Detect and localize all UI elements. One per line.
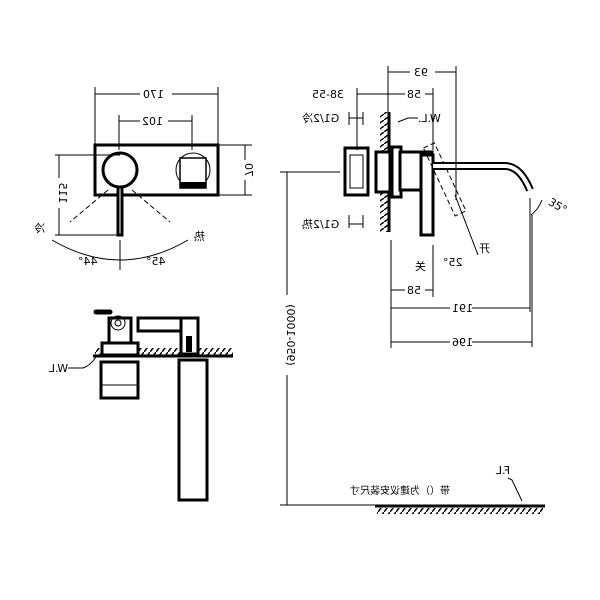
- label-close: 关: [415, 259, 426, 273]
- valve-cartridge: [374, 150, 392, 194]
- angle-hot: 45°: [146, 255, 166, 268]
- lever-handle: [116, 185, 124, 237]
- floor-hatching: [377, 508, 543, 514]
- dimension-lines: [51, 87, 252, 270]
- angle-lever: 25°: [443, 256, 463, 269]
- hot-lever-position: [131, 189, 171, 223]
- install-note: 带（）为建议安装尺寸: [350, 484, 450, 497]
- label-hot: 热: [194, 230, 205, 243]
- label-open: 开: [479, 242, 490, 255]
- angle-cold: 44°: [78, 255, 98, 268]
- angle-spout: 35°: [546, 195, 569, 216]
- dim-58-bottom: 58: [407, 284, 421, 297]
- lever-hub: [101, 151, 139, 189]
- dim-width: 170: [143, 88, 164, 101]
- outlet-aerator: [180, 182, 206, 188]
- floor-label: F.L: [495, 464, 510, 477]
- dim-height: 70: [242, 163, 255, 177]
- valve-body: [99, 360, 140, 400]
- dim-range: 38-55: [312, 88, 344, 101]
- wall-hatching: [95, 348, 233, 355]
- wall-label-side: W.L.: [418, 112, 441, 125]
- lever-open-position: [422, 142, 467, 217]
- dim-58-top: 58: [407, 88, 421, 101]
- cold-lever-position: [69, 189, 109, 223]
- front-view: 170 102 70 115 冷 热 44° 45°: [34, 87, 255, 270]
- dimension-lines: [280, 66, 543, 506]
- label-cold: 冷: [34, 222, 45, 235]
- escutcheon: [100, 341, 140, 357]
- label-hot-inlet: G1/2热: [302, 218, 339, 231]
- dim-93: 93: [414, 66, 428, 79]
- dim-196: 196: [452, 336, 473, 349]
- top-view: W.L: [48, 309, 233, 502]
- lever-body: [107, 316, 133, 345]
- connecting-pipe: [136, 316, 184, 333]
- dim-191: 191: [452, 302, 473, 315]
- dim-centers: 102: [142, 115, 163, 128]
- wall-label: W.L: [48, 362, 68, 375]
- lever-side: [419, 153, 435, 237]
- side-view: 93 38-55 58 G1/2冷 G1/2热 W.L. 开 关 25° 35°…: [280, 66, 569, 514]
- spout-body: [177, 358, 209, 502]
- dim-lever: 115: [56, 183, 69, 204]
- label-cold-inlet: G1/2冷: [302, 112, 339, 125]
- dim-install-height: (950-1000): [284, 304, 297, 366]
